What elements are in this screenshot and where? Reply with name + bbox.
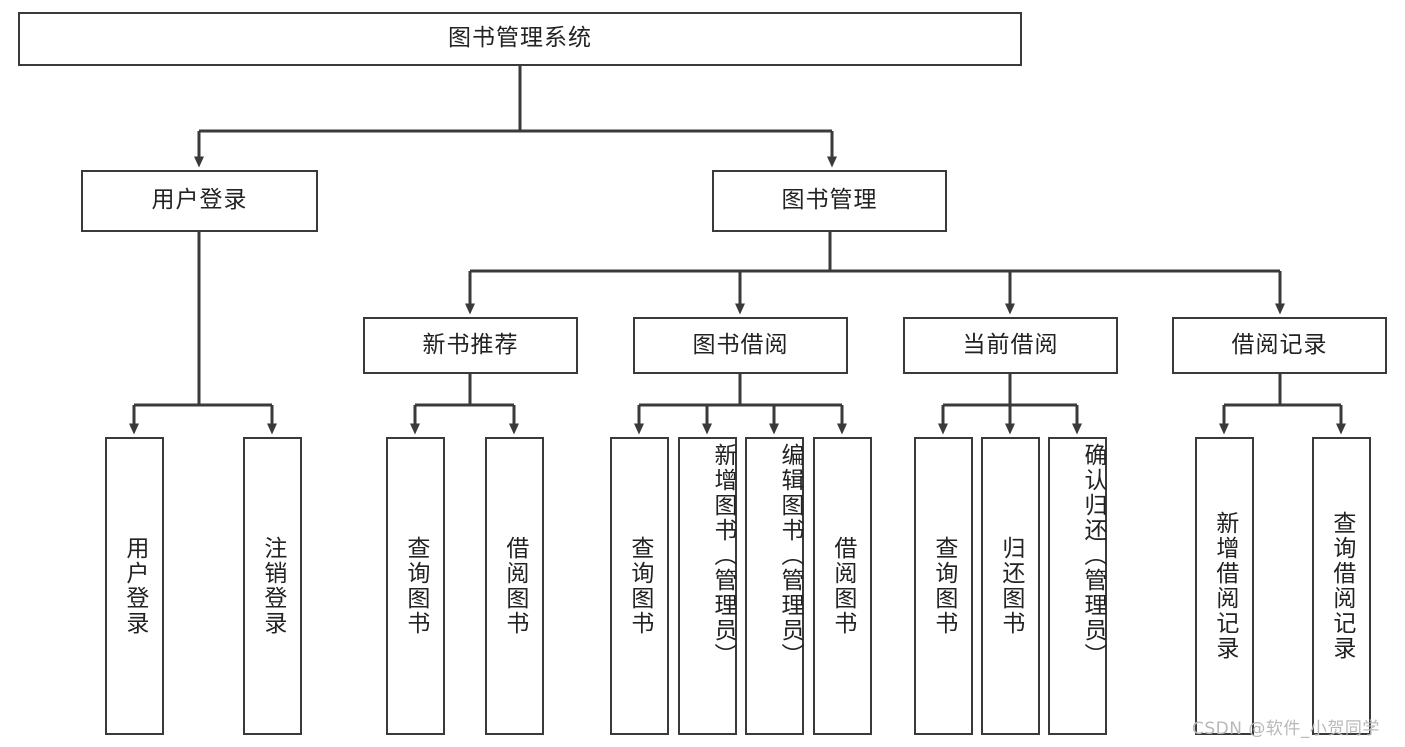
leaf-add-record-label: 新增借阅记录 [1211, 511, 1238, 661]
leaf-borrow-book-1[interactable]: 借阅图书 [485, 437, 544, 735]
leaf-query-book-1-label: 查询图书 [402, 536, 429, 636]
leaf-edit-book-label: 编辑图书（管理员） [777, 443, 803, 668]
node-user-login-label: 用户登录 [151, 187, 248, 214]
leaf-query-book-1[interactable]: 查询图书 [386, 437, 445, 735]
leaf-return-book[interactable]: 归还图书 [981, 437, 1040, 735]
leaf-add-record[interactable]: 新增借阅记录 [1195, 437, 1254, 735]
leaf-query-book-2-label: 查询图书 [626, 536, 653, 636]
leaf-user-logout-label: 注销登录 [259, 536, 286, 636]
leaf-return-book-label: 归还图书 [997, 536, 1024, 636]
node-book-borrow[interactable]: 图书借阅 [633, 317, 848, 374]
leaf-confirm-return-label: 确认归还（管理员） [1080, 443, 1106, 668]
leaf-query-book-3[interactable]: 查询图书 [914, 437, 973, 735]
leaf-query-record-label: 查询借阅记录 [1328, 511, 1355, 661]
node-root[interactable]: 图书管理系统 [18, 12, 1022, 66]
node-borrow-record-label: 借阅记录 [1231, 331, 1328, 358]
node-book-borrow-label: 图书借阅 [692, 331, 789, 358]
leaf-query-book-3-label: 查询图书 [930, 536, 957, 636]
node-current-borrow-label: 当前借阅 [962, 331, 1059, 358]
leaf-user-logout[interactable]: 注销登录 [243, 437, 302, 735]
leaf-user-login-label: 用户登录 [121, 536, 148, 636]
leaf-query-record[interactable]: 查询借阅记录 [1312, 437, 1371, 735]
node-new-book-rec-label: 新书推荐 [422, 331, 519, 358]
leaf-borrow-book-1-label: 借阅图书 [501, 536, 528, 636]
leaf-add-book[interactable]: 新增图书（管理员） [678, 437, 737, 735]
node-borrow-record[interactable]: 借阅记录 [1172, 317, 1387, 374]
node-current-borrow[interactable]: 当前借阅 [903, 317, 1118, 374]
leaf-user-login[interactable]: 用户登录 [105, 437, 164, 735]
node-root-label: 图书管理系统 [448, 25, 592, 52]
leaf-edit-book[interactable]: 编辑图书（管理员） [745, 437, 804, 735]
node-new-book-rec[interactable]: 新书推荐 [363, 317, 578, 374]
leaf-query-book-2[interactable]: 查询图书 [610, 437, 669, 735]
leaf-add-book-label: 新增图书（管理员） [710, 443, 736, 668]
node-book-manage-label: 图书管理 [781, 187, 878, 214]
node-book-manage[interactable]: 图书管理 [712, 170, 947, 232]
watermark: CSDN @软件_小贺同学 [1192, 719, 1380, 739]
leaf-confirm-return[interactable]: 确认归还（管理员） [1048, 437, 1107, 735]
node-user-login[interactable]: 用户登录 [81, 170, 318, 232]
leaf-borrow-book-2[interactable]: 借阅图书 [813, 437, 872, 735]
leaf-borrow-book-2-label: 借阅图书 [829, 536, 856, 636]
